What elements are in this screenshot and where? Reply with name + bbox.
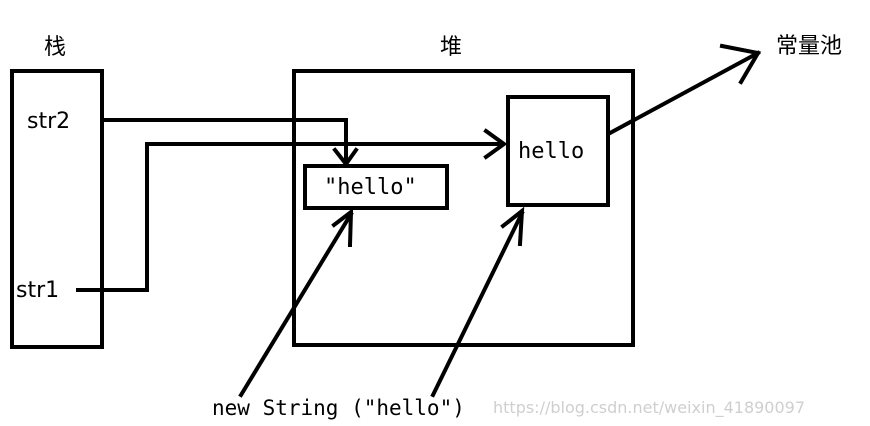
new-string-caption: new String ("hello"): [212, 396, 465, 420]
watermark-text: https://blog.csdn.net/weixin_41890097: [493, 398, 805, 418]
str2-label: str2: [27, 109, 70, 134]
new-string-arrow: [238, 211, 354, 398]
stack-box: [10, 69, 104, 349]
str2-arrowhead: [332, 147, 359, 168]
constant-pool-title: 常量池: [776, 34, 842, 59]
pool-string-object-box: [506, 95, 610, 207]
heap-title: 堆: [440, 35, 462, 60]
str1-label: str1: [16, 278, 59, 303]
pool-string-object-label: hello: [518, 139, 584, 164]
str2-reference-arrow: [104, 118, 348, 164]
pool-reference-arrowhead: [500, 206, 525, 247]
pool-link-arrow: [607, 50, 761, 136]
heap-box: [292, 69, 635, 347]
heap-string-object-box: [303, 164, 449, 210]
stack-title: 栈: [44, 35, 66, 60]
str1-reference-arrow: [76, 142, 504, 292]
new-string-arrowhead: [331, 207, 354, 248]
str1-arrowhead: [483, 128, 508, 160]
pool-reference-arrow: [430, 210, 525, 398]
pool-link-arrowhead: [719, 43, 762, 85]
heap-string-object-label: "hello": [324, 175, 417, 200]
